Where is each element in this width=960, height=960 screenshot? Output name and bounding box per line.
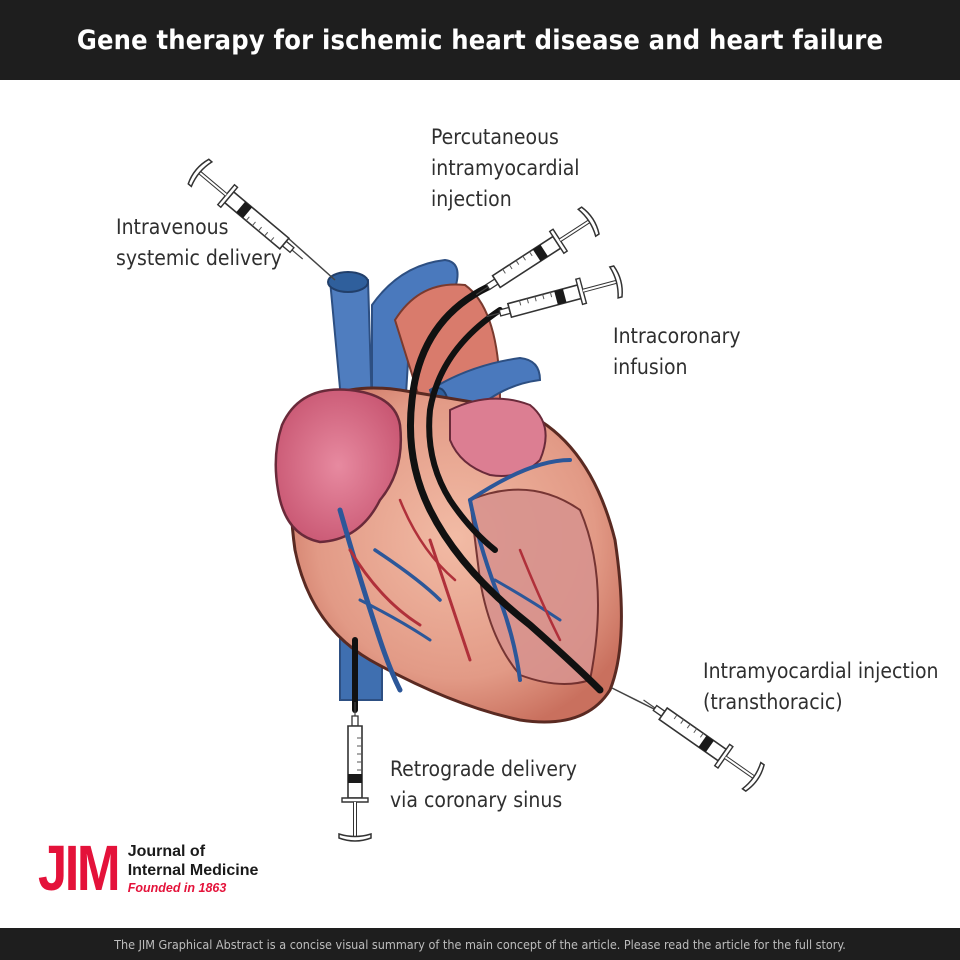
- journal-name: Journal of Internal Medicine Founded in …: [127, 843, 259, 895]
- journal-logo: JIM Journal of Internal Medicine Founded…: [38, 832, 259, 904]
- syringe-retrograde: [337, 700, 373, 843]
- catheter-intracoronary: [426, 307, 503, 553]
- label-retrograde: Retrograde delivery via coronary sinus: [390, 757, 577, 812]
- label-intravenous: Intravenous systemic delivery: [116, 215, 282, 270]
- label-percutaneous: Percutaneous intramyocardial injection: [431, 125, 580, 211]
- footer-note: The JIM Graphical Abstract is a concise …: [114, 936, 846, 952]
- founded-tagline: Founded in 1863: [127, 881, 227, 895]
- footer-bar: The JIM Graphical Abstract is a concise …: [0, 928, 960, 960]
- right-atrium: [274, 388, 403, 544]
- graphical-abstract: Intravenous systemic delivery Percutaneo…: [0, 80, 960, 928]
- title-bar: Gene therapy for ischemic heart disease …: [0, 0, 960, 80]
- left-atrium: [449, 397, 547, 477]
- label-transthoracic: Intramyocardial injection (transthoracic…: [703, 659, 939, 714]
- catheter-percutaneous: [407, 283, 604, 694]
- label-intracoronary: Intracoronary infusion: [613, 324, 741, 379]
- jim-logo-mark: JIM: [38, 832, 121, 904]
- page-title: Gene therapy for ischemic heart disease …: [76, 24, 884, 56]
- heart-illustration: [183, 155, 769, 843]
